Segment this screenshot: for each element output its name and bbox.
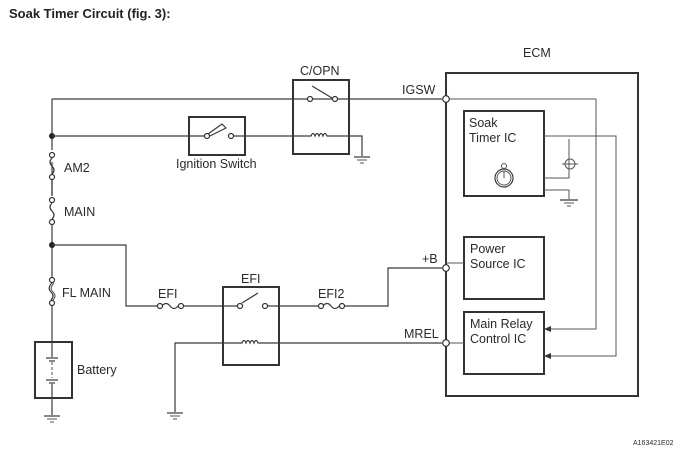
ecm-internal-wiring [446,98,617,359]
plus-b-label: +B [422,252,438,266]
efi2-fuse: EFI2 [317,267,442,310]
main-bus [49,98,442,342]
fl-main-label: FL MAIN [62,286,111,300]
ignition-switch: Ignition Switch [52,116,292,171]
mrel-label: MREL [404,327,439,341]
soak-timer-label-1: Soak [469,116,498,130]
battery: Battery [34,341,117,423]
efi2-label: EFI2 [318,287,344,301]
main-relay-control-ic: Main Relay Control IC [463,311,545,375]
power-source-label-1: Power [470,242,505,256]
ground-icon [560,199,578,207]
ignition-switch-label: Ignition Switch [176,157,257,171]
efi-fuse-label: EFI [158,287,177,301]
coil-icon [292,132,363,156]
ecm-terminals: IGSW +B MREL [402,83,450,347]
main-label: MAIN [64,205,95,219]
igsw-terminal [442,95,450,103]
copn-relay: C/OPN [292,64,370,164]
soak-timer-label-2: Timer IC [469,131,516,145]
ground-icon [167,412,183,420]
efi-relay: EFI [167,272,442,420]
power-source-ic-box [463,236,545,300]
reference-code: A163421E02 [633,440,674,447]
power-source-ic: Power Source IC [463,236,545,300]
fl-main-fuse: FL MAIN [48,276,111,307]
coil-icon [174,339,442,412]
soak-timer-ic: Soak Timer IC [463,110,545,197]
main-relay-label-2: Control IC [470,332,526,346]
stopwatch-icon [494,163,514,188]
igsw-label: IGSW [402,83,436,97]
copn-label: C/OPN [300,64,340,78]
efi-relay-box [222,286,280,366]
am2-label: AM2 [64,161,90,175]
plus-b-terminal [442,264,450,272]
main-fuse: MAIN [48,196,95,226]
ecm-module: ECM [445,46,639,397]
soak-timer-ic-box [463,110,545,197]
ecm-label: ECM [523,46,551,60]
ecm-outline [445,72,639,397]
main-relay-label-1: Main Relay [470,317,533,331]
mrel-terminal [442,339,450,347]
battery-label: Battery [77,363,117,377]
battery-box [34,341,73,399]
efi-branch: EFI [52,244,237,310]
am2-fuse: AM2 [48,151,90,196]
ground-icon [44,415,60,423]
diagram-title: Soak Timer Circuit (fig. 3): [9,6,171,21]
efi-fuse: EFI [156,287,185,310]
power-supply-symbol [562,158,578,170]
copn-relay-box [292,79,350,155]
power-source-label-2: Source IC [470,257,526,271]
ground-icon [354,156,370,164]
efi-relay-label: EFI [241,272,260,286]
